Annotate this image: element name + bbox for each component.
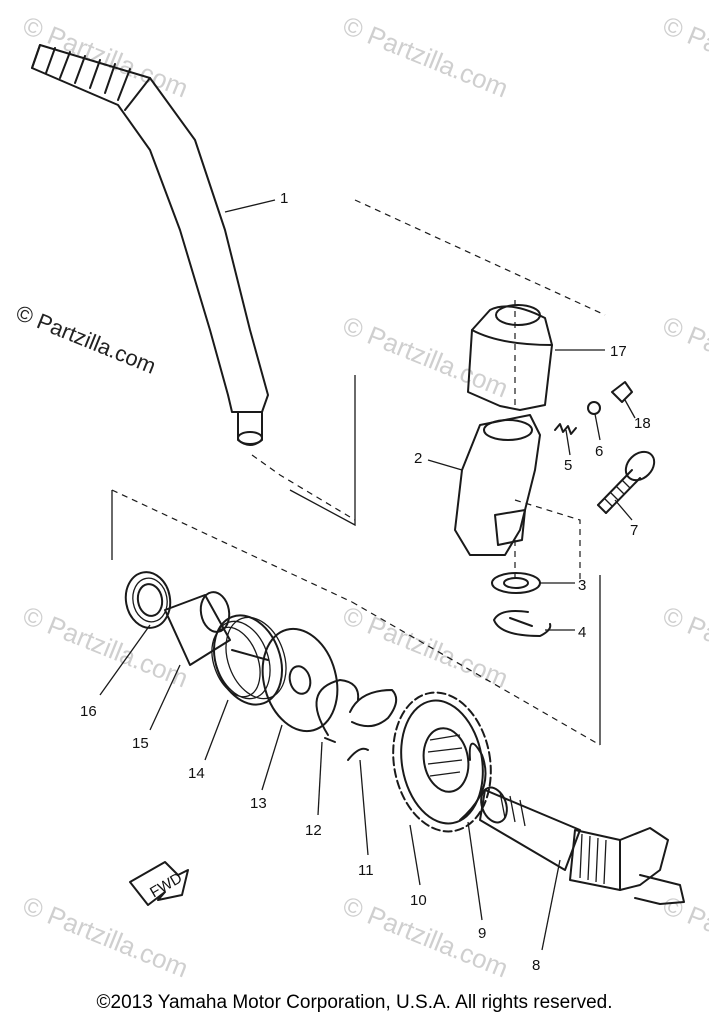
leader-line bbox=[409, 824, 421, 886]
ball-part bbox=[587, 401, 601, 415]
leader-line bbox=[317, 741, 323, 816]
callout-12: 12 bbox=[305, 822, 322, 839]
callout-8: 8 bbox=[532, 957, 540, 974]
callout-4: 4 bbox=[578, 624, 586, 641]
oil-seal-part bbox=[124, 571, 172, 629]
clip-ring-part bbox=[315, 679, 360, 743]
plate-part bbox=[261, 627, 339, 733]
washer-part bbox=[491, 572, 541, 594]
leader-line bbox=[624, 399, 636, 419]
fwd-arrow-icon bbox=[129, 861, 189, 906]
leader-line bbox=[467, 821, 483, 921]
leader-line bbox=[261, 724, 283, 791]
callout-16: 16 bbox=[80, 703, 97, 720]
kick-boss-part bbox=[454, 414, 541, 556]
callout-17: 17 bbox=[610, 343, 627, 360]
bolt-part bbox=[597, 450, 656, 514]
leader-line bbox=[565, 429, 571, 456]
callout-18: 18 bbox=[634, 415, 651, 432]
cover-part bbox=[467, 304, 553, 411]
callout-3: 3 bbox=[578, 577, 586, 594]
callout-10: 10 bbox=[410, 892, 427, 909]
leader-line bbox=[204, 699, 229, 761]
callout-2: 2 bbox=[414, 450, 422, 467]
circlip-part bbox=[493, 610, 552, 637]
leader-line bbox=[427, 459, 463, 471]
kick-lever-part bbox=[31, 44, 269, 446]
gear-clip-part bbox=[459, 742, 487, 821]
callout-15: 15 bbox=[132, 735, 149, 752]
leader-line bbox=[359, 759, 369, 856]
callout-14: 14 bbox=[188, 765, 205, 782]
leader-line bbox=[614, 499, 633, 521]
leader-line bbox=[99, 624, 151, 696]
callout-7: 7 bbox=[630, 522, 638, 539]
callout-13: 13 bbox=[250, 795, 267, 812]
spring-clip-part bbox=[347, 689, 398, 761]
callout-6: 6 bbox=[595, 443, 603, 460]
callout-1: 1 bbox=[280, 190, 288, 207]
leader-line bbox=[224, 199, 276, 213]
spring-part bbox=[554, 423, 577, 435]
kick-axle-part bbox=[479, 786, 685, 905]
leader-line bbox=[594, 413, 601, 441]
spring-guide-part bbox=[164, 591, 231, 666]
cap-part bbox=[611, 381, 633, 403]
callout-11: 11 bbox=[358, 862, 374, 879]
callout-5: 5 bbox=[564, 457, 572, 474]
leader-line bbox=[149, 664, 181, 731]
copyright-text: ©2013 Yamaha Motor Corporation, U.S.A. A… bbox=[96, 992, 613, 1013]
leader-line bbox=[541, 859, 561, 951]
callout-9: 9 bbox=[478, 925, 486, 942]
kick-gear-part bbox=[392, 691, 492, 833]
torsion-spring-part bbox=[211, 614, 287, 706]
